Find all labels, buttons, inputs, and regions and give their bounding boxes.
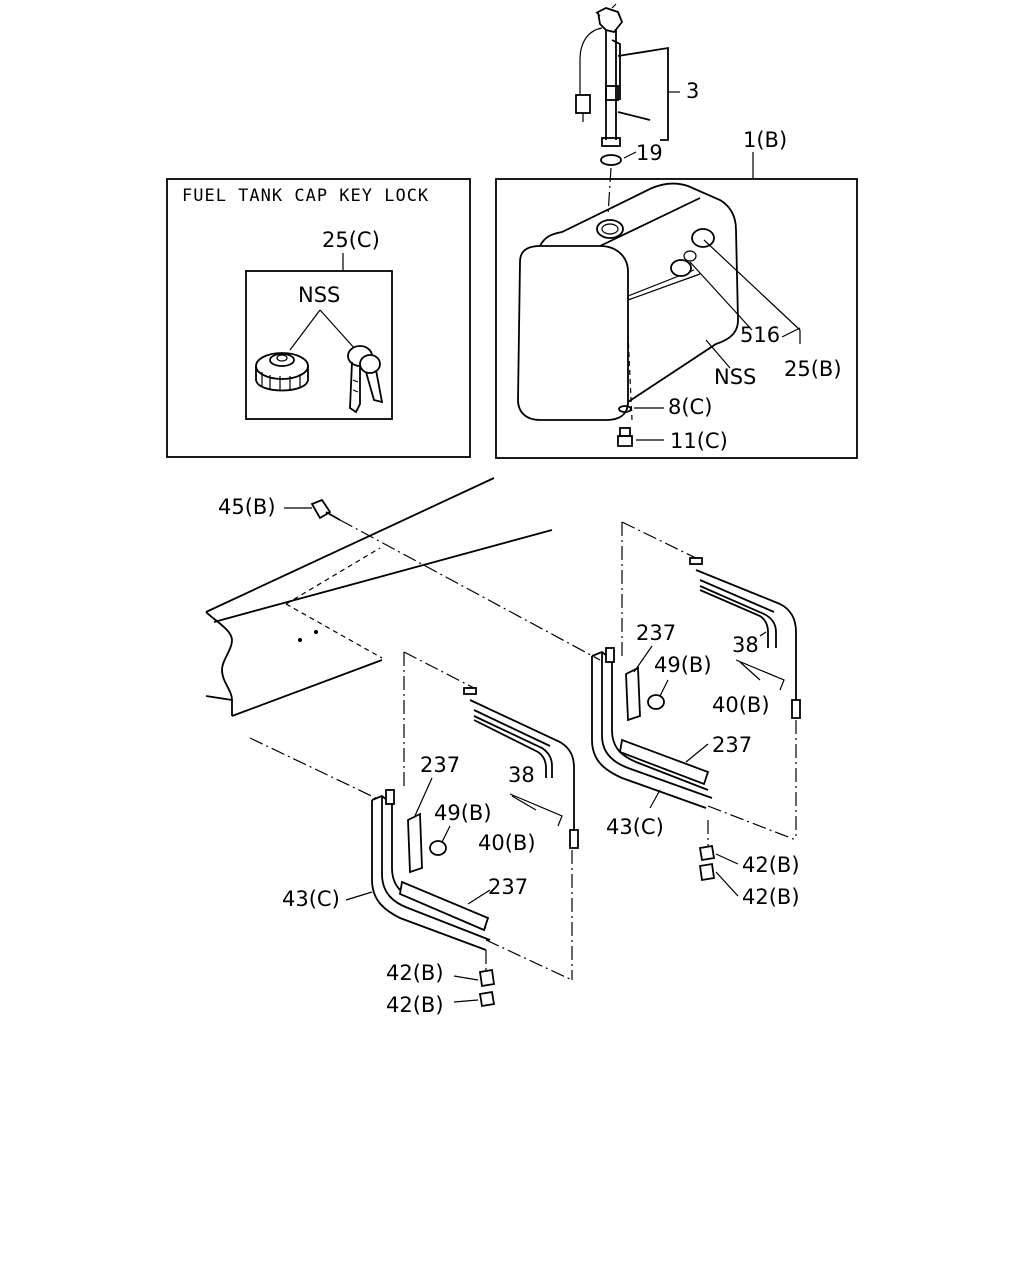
label-rear-bracket: 43(C) [606,815,664,839]
label-frame-bolt: 45(B) [218,495,276,519]
label-washer: 8(C) [668,395,712,419]
inset-title: FUEL TANK CAP KEY LOCK [182,186,429,206]
label-rear-pad-lower: 237 [712,733,752,757]
front-lock-nut-icon [478,968,496,1008]
fuel-tank-box [495,178,858,459]
frame-bolt-icon [310,498,341,521]
label-cap-group: 25(C) [322,228,380,252]
fuel-tank-body [517,182,739,421]
label-rear-band: 40(B) [712,693,770,717]
label-front-lock-nut-1: 42(B) [386,961,444,985]
key-icon [347,345,384,414]
label-sender-unit: 3 [686,79,699,103]
label-front-bracket: 43(C) [282,887,340,911]
sender-leader [617,46,669,141]
gasket-icon [600,154,622,166]
label-rear-band-pad: 38 [732,633,759,657]
rear-tank-bracket-assembly [591,521,801,848]
fuel-cap-icon [255,352,309,392]
front-tank-bracket-assembly [371,651,579,981]
label-gasket: 19 [636,141,663,165]
label-rear-nut: 49(B) [654,653,712,677]
rear-lock-nut-icon [698,844,716,882]
label-filler-cap-assy: 25(B) [784,357,842,381]
label-front-band-pad: 38 [508,763,535,787]
drain-plug-icon [617,427,633,447]
cap-key-lock-inset [166,178,471,458]
chassis-frame-rail [205,477,553,717]
label-rear-pad-upper: 237 [636,621,676,645]
label-drain-plug: 11(C) [670,429,728,453]
label-front-band: 40(B) [478,831,536,855]
label-front-pad-lower: 237 [488,875,528,899]
fuel-gauge-sender-unit [575,3,624,147]
label-tank: 1(B) [743,128,787,152]
label-front-nut: 49(B) [434,801,492,825]
label-gauge-fitting: 516 [740,323,780,347]
washer-icon [618,405,632,413]
label-rear-lock-nut-2: 42(B) [742,885,800,909]
label-cap-nss: NSS [298,283,340,307]
cap-key-lock-subbox [245,270,393,420]
label-tank-nss: NSS [714,365,756,389]
label-front-pad-upper: 237 [420,753,460,777]
front-centerline [249,737,381,801]
label-front-lock-nut-2: 42(B) [386,993,444,1017]
label-rear-lock-nut-1: 42(B) [742,853,800,877]
